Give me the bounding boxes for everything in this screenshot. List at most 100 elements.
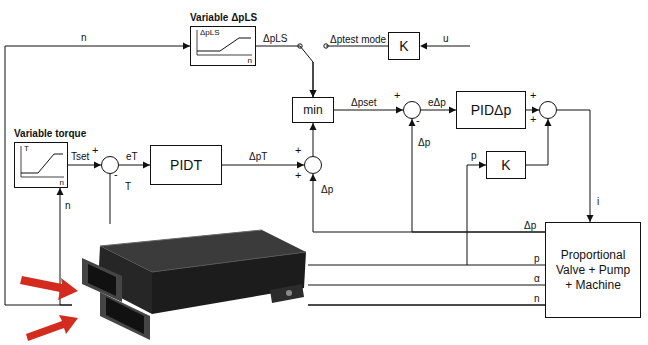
ecu-connector bbox=[88, 264, 116, 296]
block-label: PIDT bbox=[170, 157, 202, 173]
sum-sign: - bbox=[114, 169, 118, 180]
arrow-head bbox=[297, 162, 304, 169]
arrow-head bbox=[310, 90, 317, 97]
connector bbox=[310, 174, 546, 232]
signal-label: p bbox=[470, 150, 478, 161]
connector bbox=[526, 107, 539, 114]
curve-line bbox=[197, 38, 251, 51]
characteristic-curve bbox=[15, 143, 67, 187]
sum-sign: + bbox=[92, 145, 98, 156]
arrow-head bbox=[310, 123, 317, 130]
signal-wire bbox=[300, 265, 467, 266]
signal-label: Δptest mode bbox=[329, 34, 387, 45]
signal-line bbox=[334, 110, 403, 111]
arrow-head bbox=[449, 107, 456, 114]
sum-sign: + bbox=[394, 90, 400, 101]
arrow-head bbox=[587, 215, 594, 222]
input-line bbox=[426, 46, 470, 47]
arrow-head bbox=[479, 162, 486, 169]
summing-junction: ++ bbox=[304, 156, 322, 174]
sum-sign: + bbox=[530, 114, 536, 125]
signal-label: eΔp bbox=[427, 97, 447, 108]
block-heading: Variable ΔpLS bbox=[190, 12, 257, 24]
ecu-screw bbox=[286, 290, 292, 296]
connector bbox=[256, 46, 317, 97]
connector bbox=[526, 119, 552, 165]
curve-line bbox=[21, 154, 63, 173]
block-label: PIDΔp bbox=[471, 102, 511, 118]
signal-line bbox=[313, 46, 388, 97]
axis-line bbox=[197, 55, 252, 56]
arrow-head bbox=[310, 90, 317, 97]
signal-name: α bbox=[533, 273, 541, 284]
arrow-head bbox=[143, 162, 150, 169]
arrow-head bbox=[310, 174, 317, 181]
connector bbox=[310, 46, 389, 97]
signal-line bbox=[557, 110, 590, 222]
connector bbox=[222, 162, 304, 169]
plant-block: Proportional Valve + Pump + Machine bbox=[545, 222, 641, 318]
signal-name: u bbox=[442, 33, 450, 44]
connector bbox=[68, 162, 101, 169]
gain-block: K bbox=[486, 151, 526, 179]
axis-label: T bbox=[24, 144, 29, 153]
signal-line bbox=[467, 165, 545, 265]
arrow-head bbox=[532, 107, 539, 114]
ecu-edge bbox=[100, 230, 262, 246]
signal-line bbox=[222, 165, 304, 166]
sum-sign: - bbox=[416, 115, 420, 126]
arrow-head bbox=[183, 43, 190, 50]
summing-junction: +- bbox=[101, 156, 119, 174]
arrow-head bbox=[420, 43, 427, 50]
signal-line bbox=[412, 119, 545, 232]
arrow-head bbox=[94, 162, 101, 169]
ecu-connector bbox=[100, 292, 150, 340]
summing-junction: ++ bbox=[539, 101, 557, 119]
signal-name: n bbox=[533, 293, 541, 304]
axis-line bbox=[21, 146, 22, 177]
sum-sign: + bbox=[530, 90, 536, 101]
signal-label: Tset bbox=[70, 151, 90, 162]
arrow-head bbox=[545, 119, 552, 126]
ecu-connector bbox=[106, 297, 144, 334]
block-label: Proportional Valve + Pump + Machine bbox=[552, 248, 634, 293]
function-block: Variable torqueTn bbox=[14, 142, 68, 188]
signal-label: Δpset bbox=[350, 97, 378, 108]
axis-label: n bbox=[248, 56, 252, 65]
signal-line bbox=[256, 46, 313, 97]
controller-block: PIDT bbox=[150, 145, 222, 185]
axis-label: ΔpLS bbox=[200, 28, 220, 37]
ecu-edge bbox=[152, 252, 306, 272]
connector bbox=[119, 162, 150, 169]
axis-line bbox=[21, 177, 64, 178]
block-label: min bbox=[303, 103, 322, 117]
signal-label: n bbox=[64, 200, 72, 211]
red-arrow bbox=[26, 315, 78, 341]
block-label: K bbox=[501, 157, 510, 173]
ecu-side bbox=[152, 252, 306, 314]
signal-label: Δp bbox=[417, 137, 431, 148]
connector bbox=[310, 123, 317, 156]
function-block: Variable ΔpLSΔpLSn bbox=[190, 26, 256, 66]
sum-sign: + bbox=[295, 170, 301, 181]
block-heading: Variable torque bbox=[14, 128, 86, 140]
signal-name: Δp bbox=[523, 220, 537, 231]
signal-line bbox=[313, 174, 545, 232]
arrow-head bbox=[57, 188, 64, 195]
signal-label: Δp bbox=[320, 184, 334, 195]
block-label: K bbox=[399, 38, 408, 54]
connector bbox=[557, 110, 594, 222]
signal-label: eT bbox=[125, 151, 139, 162]
axis-label: n bbox=[60, 178, 64, 187]
min-block: min bbox=[292, 97, 334, 123]
arrow-head bbox=[396, 107, 403, 114]
controller-block: PIDΔp bbox=[456, 91, 526, 129]
signal-name: T bbox=[124, 181, 132, 192]
photo-ground bbox=[72, 224, 308, 345]
signal-label: n bbox=[80, 32, 88, 43]
ecu-tab bbox=[270, 284, 304, 303]
summing-junction: +- bbox=[403, 101, 421, 119]
arrow-head bbox=[409, 119, 416, 126]
red-arrow bbox=[20, 276, 78, 300]
